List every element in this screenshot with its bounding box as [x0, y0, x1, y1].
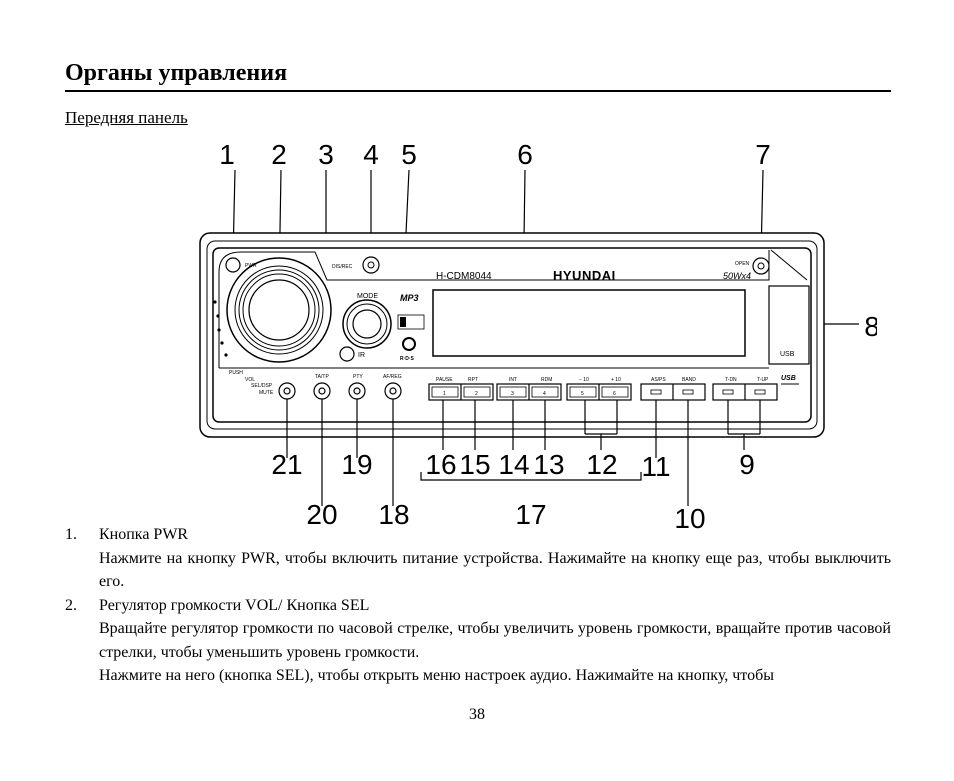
- ta-tp-label: TA/TP: [315, 374, 329, 380]
- model-label: H-CDM8044: [436, 271, 492, 282]
- callout-10: 10: [674, 503, 705, 530]
- preset-1: 1: [443, 391, 446, 397]
- preset-button-inner-faces: [431, 386, 766, 398]
- callout-6: 6: [517, 140, 533, 170]
- callout-7: 7: [755, 140, 771, 170]
- vol-label: VOL: [245, 377, 255, 383]
- preset-2: 2: [475, 391, 478, 397]
- brand-label: HYUNDAI: [553, 268, 616, 283]
- ir-sensor: [339, 346, 355, 362]
- power-button: [225, 257, 241, 273]
- item-title: Кнопка PWR: [99, 526, 189, 543]
- panel-corner-edge: [770, 249, 808, 281]
- open-button: [752, 257, 770, 275]
- rds-logo-ring: [402, 337, 416, 351]
- af-reg-label: AF/REG: [383, 374, 402, 380]
- minus10-label: − 10: [579, 377, 589, 383]
- open-label: OPEN: [735, 261, 750, 267]
- t-up-label: T-UP: [757, 377, 769, 383]
- preset-3: 3: [511, 391, 514, 397]
- callout-5: 5: [401, 140, 417, 170]
- int-label: INT: [509, 377, 517, 383]
- usb-compartment-label: USB: [780, 351, 795, 358]
- volume-level-dots: [213, 300, 228, 357]
- eq-indicator: [397, 314, 425, 330]
- eq-indicator-mark: [400, 317, 406, 327]
- section-heading: Органы управления: [65, 60, 288, 86]
- callout-9: 9: [739, 449, 755, 480]
- item-title: Регулятор громкости VOL/ Кнопка SEL: [99, 596, 370, 614]
- preset-5: 5: [581, 391, 584, 397]
- pause-label: PAUSE: [436, 377, 453, 383]
- dis-rec-label: DIS/REC: [332, 264, 353, 270]
- sel-dsp-label: SEL/DSP: [251, 383, 273, 389]
- dis-rec-button-center: [367, 261, 375, 269]
- item-number: 1.: [65, 526, 77, 543]
- panel-inner-frame: [206, 240, 818, 430]
- item-description: Вращайте регулятор громкости по часовой …: [99, 620, 891, 661]
- rpt-label: RPT: [468, 377, 478, 383]
- callout-11: 11: [641, 451, 670, 482]
- ir-label: IR: [358, 352, 365, 359]
- item-number: 2.: [65, 596, 77, 614]
- callout-1: 1: [219, 140, 235, 170]
- callout-12: 12: [586, 449, 617, 480]
- rdm-label: RDM: [541, 377, 552, 383]
- controls-description-list: 1. Кнопка PWR Нажмите на кнопку PWR, что…: [65, 523, 891, 688]
- callout-14: 14: [498, 449, 529, 480]
- t-dn-label: T-DN: [725, 377, 737, 383]
- subsection-heading: Передняя панель: [65, 108, 188, 127]
- preset-button-frames: [428, 383, 778, 401]
- mode-label: MODE: [357, 293, 378, 300]
- mode-knob: [342, 299, 392, 349]
- callout-21: 21: [271, 449, 302, 480]
- list-item: 2. Регулятор громкости VOL/ Кнопка SEL В…: [65, 594, 891, 688]
- plus10-label: + 10: [611, 377, 621, 383]
- mute-label: MUTE: [259, 390, 274, 396]
- dis-rec-button: [362, 256, 380, 274]
- callout-13: 13: [533, 449, 564, 480]
- item-description: Нажмите на него (кнопка SEL), чтобы откр…: [99, 667, 774, 684]
- callout-16: 16: [425, 449, 456, 480]
- faceplate-border: [212, 247, 812, 423]
- open-button-center: [757, 262, 765, 270]
- front-panel-diagram: 1 2 3 4 5 6 7 8 PWR PUSH VOL SEL/DSP: [197, 140, 877, 530]
- preset-6: 6: [613, 391, 616, 397]
- callout-20: 20: [306, 499, 337, 530]
- preset-4: 4: [543, 391, 546, 397]
- mp3-logo: MP3: [400, 293, 419, 303]
- push-label: PUSH: [229, 370, 243, 376]
- panel-outer-frame: [199, 232, 825, 438]
- band-label: BAND: [682, 377, 696, 383]
- heading-rule: [65, 90, 891, 92]
- page-number: 38: [469, 706, 485, 723]
- rds-logo: R·D·S: [400, 356, 415, 362]
- callout-4: 4: [363, 140, 379, 170]
- usb-logo-text: USB: [781, 375, 796, 382]
- as-ps-label: AS/PS: [651, 377, 666, 383]
- power-rating-label: 50Wx4: [723, 271, 751, 281]
- callout-2: 2: [271, 140, 287, 170]
- bottom-leader-lines: [286, 399, 761, 506]
- callout-17: 17: [515, 499, 546, 530]
- volume-knob: [226, 257, 332, 363]
- item-description: Нажмите на кнопку PWR, чтобы включить пи…: [99, 549, 891, 591]
- faceplate-contour: [218, 250, 770, 368]
- usb-compartment: [768, 285, 810, 365]
- callout-15: 15: [459, 449, 490, 480]
- callout-19: 19: [341, 449, 372, 480]
- callout-8: 8: [864, 311, 877, 342]
- callout-18: 18: [378, 499, 409, 530]
- lcd-display: [432, 289, 746, 357]
- pty-label: PTY: [353, 374, 363, 380]
- callout-3: 3: [318, 140, 334, 170]
- list-item: 1. Кнопка PWR Нажмите на кнопку PWR, что…: [65, 523, 891, 594]
- front-panel-svg: 1 2 3 4 5 6 7 8 PWR PUSH VOL SEL/DSP: [199, 140, 877, 530]
